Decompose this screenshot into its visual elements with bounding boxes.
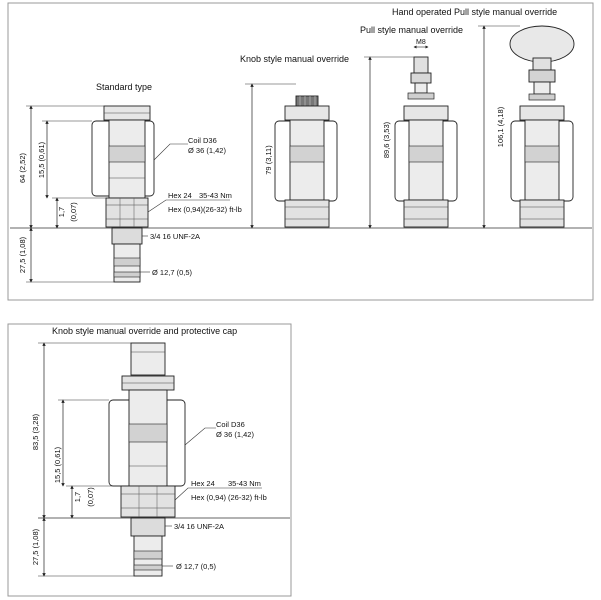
protective-cap-title: Knob style manual override and protectiv… xyxy=(52,326,237,336)
torque-ftlb-label-bottom: (26-32) ft-lb xyxy=(228,493,267,502)
standard-callouts xyxy=(140,143,230,273)
thread-label: 3/4 16 UNF-2A xyxy=(150,232,200,241)
hex-label-bottom: Hex 24 xyxy=(191,479,215,488)
knob-dimensions xyxy=(245,83,296,229)
dim-1-7: 1,7 xyxy=(57,207,66,217)
valve-protective-cap xyxy=(108,342,186,577)
torque-ftlb-label: (26-32) ft-lb xyxy=(203,205,242,214)
diameter-12-7-label-bottom: Ø 12,7 (0,5) xyxy=(176,562,217,571)
hand-pull-title: Hand operated Pull style manual override xyxy=(392,7,557,17)
pull-title: Pull style manual override xyxy=(360,25,463,35)
hex-label: Hex 24 xyxy=(168,191,192,200)
coil-label: Coil D36 xyxy=(188,136,217,145)
pull-dimensions xyxy=(364,45,429,229)
dim-64: 64 (2,52) xyxy=(18,152,27,183)
dim-89-6: 89,6 (3,53) xyxy=(382,121,391,158)
top-panel-frame xyxy=(7,2,594,301)
torque-nm-label: 35-43 Nm xyxy=(199,191,232,200)
dim-79: 79 (3,11) xyxy=(264,145,273,175)
thread-label-bottom: 3/4 16 UNF-2A xyxy=(174,522,224,531)
knob-title: Knob style manual override xyxy=(240,54,349,64)
bottom-panel-frame xyxy=(7,323,292,597)
coil-label-bottom: Coil D36 xyxy=(216,420,245,429)
dim-0-07: (0,07) xyxy=(69,202,78,222)
standard-dimensions xyxy=(26,105,114,283)
hex-inch-label-bottom: Hex (0,94) xyxy=(191,493,227,502)
diameter-12-7-label: Ø 12,7 (0,5) xyxy=(152,268,193,277)
protective-cap-dimensions xyxy=(38,342,134,577)
coil-diameter-label-bottom: Ø 36 (1,42) xyxy=(216,430,254,439)
dim-27-5: 27,5 (1,08) xyxy=(18,236,27,273)
valve-hand-pull xyxy=(509,25,575,228)
protective-cap-callouts xyxy=(162,427,262,567)
valve-pull xyxy=(394,56,458,228)
standard-type-title: Standard type xyxy=(96,82,152,92)
valve-knob xyxy=(274,95,338,228)
dim-0-07-bottom: (0,07) xyxy=(86,487,95,507)
dim-1-7-bottom: 1,7 xyxy=(73,492,82,502)
dim-m8: M8 xyxy=(416,39,426,46)
dim-83-5: 83,5 (3,28) xyxy=(31,413,40,450)
valve-standard xyxy=(91,105,155,283)
hex-inch-label: Hex (0,94) xyxy=(168,205,204,214)
coil-diameter-label: Ø 36 (1,42) xyxy=(188,146,226,155)
dim-27-5-bottom: 27,5 (1,08) xyxy=(31,528,40,565)
hand-pull-dimensions xyxy=(478,25,520,229)
dim-15-5-bottom: 15,5 (0,61) xyxy=(53,446,62,483)
torque-nm-label-bottom: 35-43 Nm xyxy=(228,479,261,488)
dim-15-5: 15,5 (0,61) xyxy=(37,141,46,178)
dim-106-1: 106,1 (4,18) xyxy=(496,106,505,147)
